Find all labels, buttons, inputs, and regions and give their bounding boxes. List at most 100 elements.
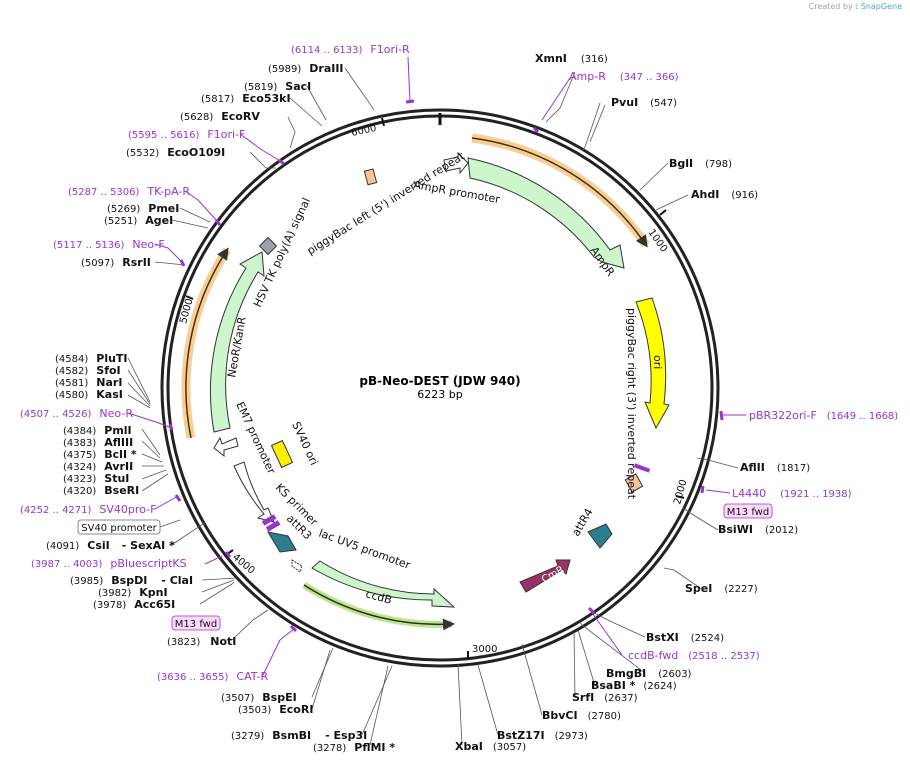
label-piggybac-right: piggyBac right (3') inverted repeat: [625, 308, 638, 500]
site-eco53ki: (5817)Eco53kI: [201, 92, 291, 105]
site-agei: (5251)AgeI: [104, 214, 173, 227]
feature-lacuv5-arrow: [291, 559, 303, 573]
snapgene-logo-icon: ⟟: [855, 2, 859, 11]
primer-tk-pa-r: (5287 .. 5306)TK-pA-R: [68, 185, 190, 198]
site-pflmi: (3278)PflMI *: [313, 741, 395, 754]
site-noti: (3823)NotI: [167, 635, 236, 648]
site-ahdi: AhdI(916): [691, 188, 758, 201]
site-rsrii: (5097)RsrII: [81, 256, 151, 269]
label-ccdb: CmR: [540, 564, 566, 585]
site-srfi: SrfI(2637): [572, 691, 638, 704]
primer-pbr322ori-f: pBR322ori-F(1649 .. 1668): [749, 409, 898, 422]
feature-sv40ori-box: [270, 439, 294, 469]
site-bsmbi: (3279)BsmBI- Esp3I: [231, 729, 367, 742]
primer-pbluescriptks: (3987 .. 4003)pBluescriptKS: [31, 557, 187, 570]
site-csii: (4091)CsiI- SexAI *: [46, 539, 175, 552]
primer-sv40pro-f: (4252 .. 4271)SV40pro-F: [20, 503, 156, 516]
feature-em7: [213, 436, 239, 458]
primer-cat-r: (3636 .. 3655)CAT-R: [157, 670, 268, 683]
credit: Created by ⟟ SnapGene: [808, 2, 902, 11]
site-pvui: PvuI(547): [611, 96, 677, 109]
primer-neo-f: (5117 .. 5136)Neo-F: [53, 238, 165, 251]
primer-f1ori-f: (5595 .. 5616)F1ori-F: [128, 128, 245, 141]
tick-6000: 6000: [350, 123, 377, 139]
site-acc65i: (3978)Acc65I: [93, 598, 175, 611]
site-ecori: (3503)EcoRI: [238, 703, 313, 716]
site-pluti: (4584)PluTI: [55, 352, 128, 365]
site-bsabi: BsaBI *(2624): [591, 679, 677, 692]
plasmid-name: pB-Neo-DEST (JDW 940): [359, 374, 520, 388]
site-sfoi: (4582)SfoI: [55, 364, 121, 377]
leader-lines: [127, 67, 739, 746]
site-aflii: AflII(1817): [740, 461, 810, 474]
site-bspei: (3507)BspEI: [221, 691, 297, 704]
site-eco0109i: (5532)EcoO109I: [126, 146, 225, 159]
feature-attr3: [266, 531, 297, 553]
primer-l4440: L4440(1921 .. 1938): [732, 487, 852, 500]
label-lacuv5: lac UV5 promoter: [317, 527, 413, 572]
feature-piggybac-left: [363, 168, 378, 186]
feature-cmr: [311, 560, 456, 608]
feature-ampr-promoter: [443, 151, 469, 175]
site-kpni: (3982)KpnI: [98, 586, 168, 599]
site-bmgbi: BmgBI(2603): [606, 667, 692, 680]
site-bgli: BglI(798): [669, 157, 732, 170]
label-m13fwd-left: M13 fwd: [175, 619, 217, 630]
arc-ampr-outer: [471, 133, 650, 248]
site-bstxi: BstXI(2524): [646, 631, 724, 644]
site-bbvci: BbvCI(2780): [542, 709, 621, 722]
site-xmni: XmnI(316): [535, 52, 608, 65]
feature-neor: [209, 251, 265, 433]
box-m13fwd-left: [171, 615, 221, 631]
feature-piggybac-right: [624, 473, 644, 493]
feature-ori: [635, 297, 670, 430]
label-sv40ori: SV40 ori: [289, 420, 320, 467]
box-m13fwd-right: [723, 503, 773, 519]
arc-neo-outer-line: [185, 247, 229, 439]
site-avrii: (4324)AvrII: [63, 460, 133, 473]
label-ori: ori: [651, 355, 664, 369]
feature-ccdb: [519, 559, 571, 593]
site-bseri: (4320)BseRI: [63, 484, 139, 497]
site-saci: (5819)SacI: [244, 80, 311, 93]
primer-amp-r: Amp-R(347 .. 366): [569, 70, 679, 83]
site-bcli: (4375)BclI *: [63, 448, 137, 461]
primer-ticks: [168, 99, 724, 633]
feature-attr4: [587, 523, 613, 549]
tick-3000: 3000: [472, 644, 497, 655]
label-sv40-promoter: SV40 promoter: [81, 523, 157, 534]
site-afliii: (4383)AflIII: [63, 436, 133, 449]
leader-sv40-promoter: [159, 519, 181, 528]
backbone-outer: [160, 108, 720, 668]
feature-hsv-polyA: [258, 236, 278, 256]
site-ecorv: (5628)EcoRV: [180, 110, 260, 123]
primer-f1ori-r: (6114 .. 6133)F1ori-R: [291, 43, 410, 56]
site-kasi: (4580)KasI: [55, 388, 123, 401]
site-stui: (4323)StuI: [63, 472, 129, 485]
feature-white-arrow-ks: [233, 461, 275, 523]
primer-leader-lines: [127, 56, 746, 678]
site-bspdi: (3985)BspDI- ClaI: [70, 574, 193, 587]
primer-neo-r: (4507 .. 4526)Neo-R: [20, 407, 133, 420]
primer-ccdb-fwd: ccdB-fwd(2518 .. 2537): [628, 649, 760, 662]
site-bsiwi: BsiWI(2012): [718, 523, 798, 536]
site-spei: SpeI(2227): [685, 582, 758, 595]
site-bstz17i: BstZ17I(2973): [497, 729, 588, 742]
label-m13fwd-right: M13 fwd: [727, 507, 769, 518]
feature-l4440-mark: [633, 463, 651, 473]
arc-cmr-outer-line: [303, 584, 455, 631]
tick-1000: 1000: [646, 227, 670, 254]
site-nari: (4581)NarI: [55, 376, 122, 389]
feature-ks-primer-mark-2: [265, 520, 281, 532]
site-xbai: XbaI(3057): [455, 740, 526, 753]
site-pmli: (4384)PmlI: [63, 424, 132, 437]
plasmid-length: 6223 bp: [417, 388, 462, 401]
label-piggybac-left: piggyBac left (5') inverted repeat: [305, 149, 468, 257]
site-draiii: (5989)DraIII: [268, 62, 344, 75]
feature-ks-primer-mark: [261, 514, 277, 526]
arc-ampr-outer-line: [471, 137, 648, 248]
feature-ampr: [467, 157, 625, 269]
site-pmei: (5269)PmeI: [107, 202, 179, 215]
